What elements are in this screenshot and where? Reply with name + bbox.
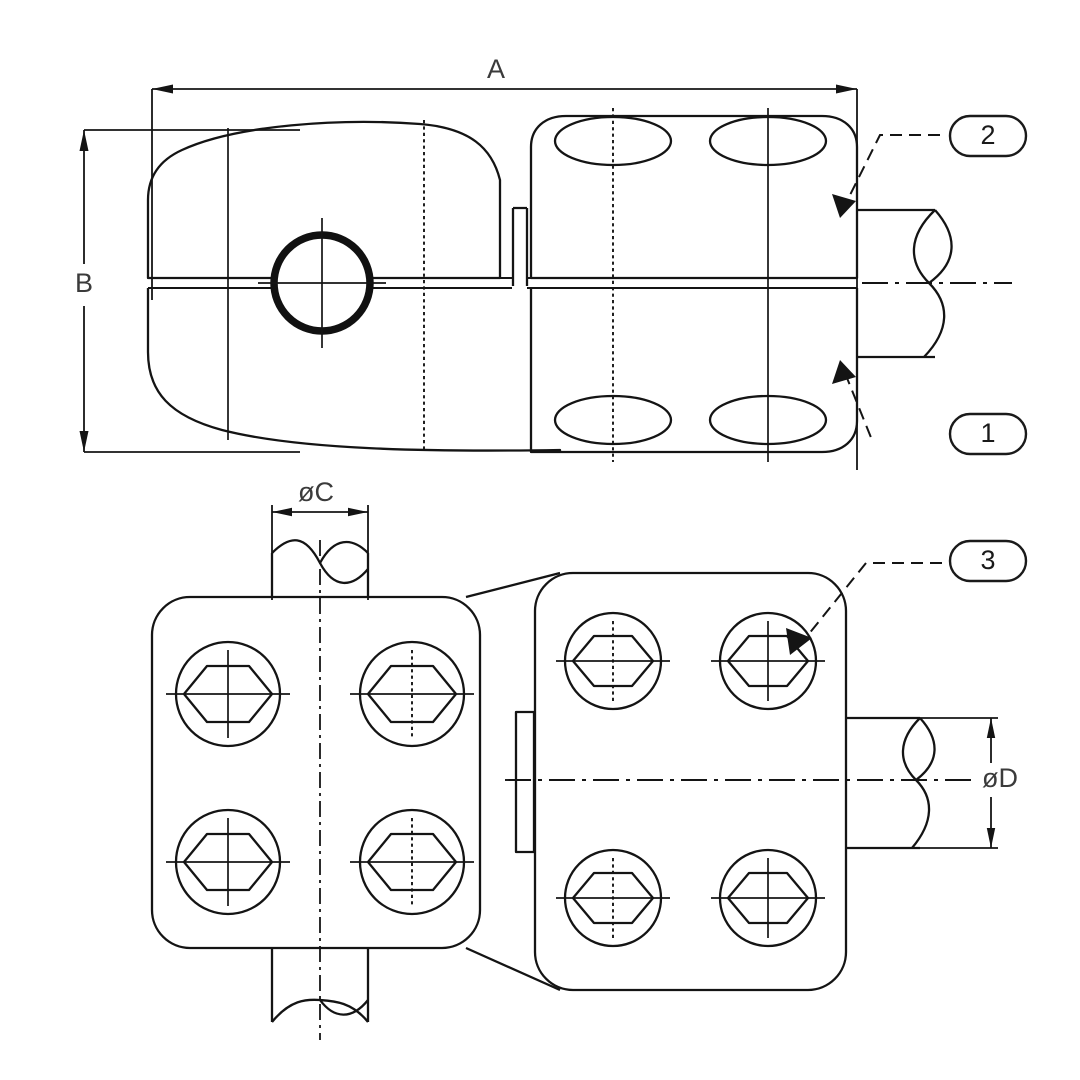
plan-rbolt-top-right[interactable] — [711, 611, 825, 711]
balloon-2-arrowhead — [832, 194, 856, 218]
side-middle-tab — [511, 206, 529, 286]
dim-B-label-mask — [66, 264, 102, 306]
dim-A-arrow-left — [152, 84, 173, 94]
plan-middle-tab — [514, 710, 536, 854]
plan-right-body — [533, 571, 848, 992]
side-left-body-upper — [146, 120, 502, 280]
balloon-1-shape[interactable] — [948, 412, 1028, 456]
balloon-2-leader — [844, 134, 940, 206]
dim-A-label-mask — [478, 55, 522, 85]
plan-web-top — [465, 571, 561, 599]
left-body-lower-outline — [146, 288, 562, 452]
plan-bolt-bottom-right[interactable] — [350, 808, 474, 916]
side-right-bolt-axes — [612, 108, 769, 462]
dimension-B: B — [66, 129, 300, 453]
side-parting-line-right — [527, 277, 857, 289]
plan-middle-tab-outline — [514, 710, 536, 854]
plan-bolt-top-left[interactable] — [166, 640, 290, 748]
callout-1[interactable]: 1 — [832, 360, 1028, 456]
balloon-3-leader — [799, 562, 942, 646]
side-right-body-upper — [529, 114, 859, 280]
view-plan: øC — [150, 477, 1030, 1040]
balloon-3-shape[interactable] — [948, 539, 1028, 583]
dim-A-arrow-right — [836, 84, 857, 94]
plan-web-bottom — [465, 946, 561, 992]
balloon-2-label: 2 — [980, 120, 995, 150]
plan-conductor-bot-break-lower — [319, 999, 369, 1016]
plan-conductor-right — [846, 716, 936, 850]
dim-A-label: A — [487, 54, 505, 84]
middle-tab-outline — [511, 206, 529, 286]
callout-2[interactable]: 2 — [832, 114, 1028, 218]
left-body-upper-outline — [146, 120, 502, 280]
side-left-body-lower — [146, 288, 562, 452]
plan-conductor-top-break-lower — [318, 540, 369, 564]
plan-transition-webs — [465, 571, 561, 992]
plan-conductor-bottom — [270, 948, 370, 1023]
conductor-break-right-curve — [928, 209, 953, 284]
plan-rbolt-bottom-right[interactable] — [711, 848, 825, 948]
plan-bolt-bottom-left[interactable] — [166, 808, 290, 916]
dim-D-arrow-bottom — [986, 828, 996, 848]
balloon-1-leader — [844, 372, 873, 441]
side-through-hole — [258, 218, 386, 348]
plan-right-body-outline — [533, 571, 848, 992]
dim-B-arrow-top — [79, 130, 89, 151]
plan-bolt-top-right[interactable] — [350, 640, 474, 748]
balloon-3-label: 3 — [980, 545, 995, 575]
right-body-lower-outline — [529, 288, 859, 454]
plan-rbolt-bottom-left[interactable] — [556, 848, 670, 948]
dim-C-arrow-right — [348, 507, 368, 517]
dim-B-label: B — [75, 268, 93, 298]
side-left-bolt-axes — [227, 120, 425, 452]
dim-D-arrow-top — [986, 718, 996, 738]
plan-conductor-right-break-a — [901, 717, 931, 849]
dimension-D: øD — [912, 717, 1030, 849]
plan-left-body-outline — [150, 595, 482, 950]
dim-B-arrow-bottom — [79, 431, 89, 452]
plan-conductor-right-break-b — [915, 717, 936, 781]
balloon-1-label: 1 — [980, 418, 995, 448]
view-side-elevation: A B — [66, 54, 1028, 470]
plan-left-bolt-group — [166, 640, 474, 916]
balloon-2-shape[interactable] — [948, 114, 1028, 158]
callout-3[interactable]: 3 — [786, 539, 1028, 655]
side-right-body-lower — [529, 288, 859, 454]
dim-C-label: øC — [298, 477, 334, 507]
balloon-3-arrowhead — [786, 628, 812, 655]
right-body-upper-outline — [529, 114, 859, 280]
plan-right-bolt-group — [556, 611, 825, 948]
balloon-1-arrowhead — [832, 360, 856, 384]
plan-rbolt-top-left[interactable] — [556, 611, 670, 711]
dim-C-arrow-left — [272, 507, 292, 517]
side-conductor-right — [857, 208, 1012, 359]
dim-D-label-mask — [974, 763, 1030, 797]
plan-left-body — [150, 595, 482, 950]
dim-D-label: øD — [982, 763, 1018, 793]
